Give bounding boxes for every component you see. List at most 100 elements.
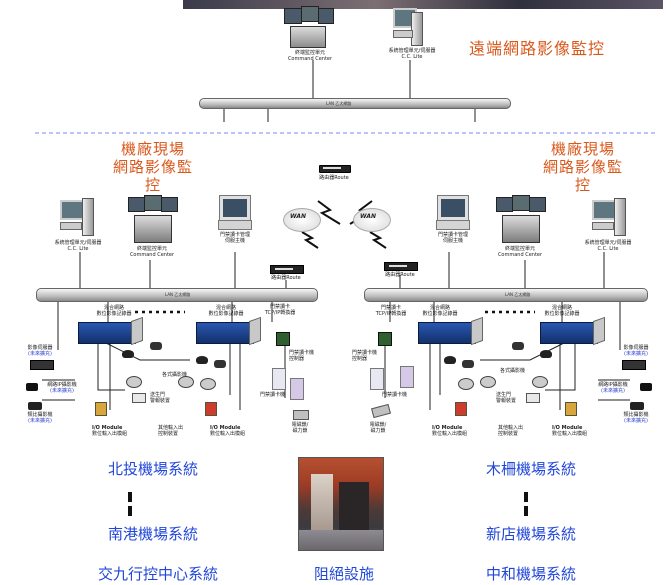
right-card-ctrl-icon	[370, 368, 384, 390]
left-gate-icon	[132, 393, 146, 403]
left-card-reader-label: 門禁讀卡機	[260, 392, 286, 398]
top-router-icon	[319, 165, 351, 173]
remote-cc-lite-icon	[393, 8, 423, 46]
left-analog-cam-icon	[28, 402, 42, 410]
left-dvr1-label: 混合網路數位影像記錄器	[96, 305, 132, 317]
header-photo-strip	[183, 0, 663, 9]
left-router-label: 路由器Route	[271, 275, 301, 281]
left-dvr2-label: 混合網路數位影像記錄器	[208, 305, 244, 317]
left-ip-cam-icon	[26, 383, 38, 391]
right-other-io-label: 其他輸入出控制裝置	[498, 425, 524, 437]
left-lan-label: LAN 乙太網路	[165, 292, 191, 297]
left-ip-cam-label: 網路IP攝影機(未來擴充)	[47, 382, 77, 394]
bottom-left-system-1: 北投機場系統	[108, 460, 199, 478]
left-access-host-label: 門禁讀卡管理伺服主機	[219, 232, 250, 244]
wan-cloud-right	[353, 208, 391, 232]
remote-command-center-icon	[282, 4, 334, 48]
left-router-icon	[270, 265, 304, 274]
right-camera-dome-1	[444, 356, 456, 364]
left-lock-label: 電磁鎖/磁力鎖	[291, 422, 309, 434]
left-camera-dome-6	[178, 376, 194, 388]
right-camera-dome-4	[540, 350, 552, 358]
right-io1-icon	[455, 402, 467, 416]
right-access-host-label: 門禁讀卡管理伺服主機	[437, 232, 468, 244]
remote-lan-bus: LAN 乙太網路	[199, 98, 511, 109]
left-card-reader-icon	[290, 378, 304, 400]
right-lan-bus: LAN 乙太網路	[364, 288, 648, 302]
bottom-left-system-2: 南港機場系統	[108, 525, 199, 543]
barrier-facility-photo	[298, 457, 384, 551]
right-camera-dome-3	[512, 342, 524, 350]
left-camera-dome-7	[200, 378, 216, 390]
bottom-right-system-3: 中和機場系統	[486, 565, 577, 583]
right-io2-icon	[565, 402, 577, 416]
left-io1-icon	[95, 402, 107, 416]
right-router-icon	[384, 262, 418, 271]
left-lan-bus: LAN 乙太網路	[36, 288, 318, 302]
left-camera-dome-3	[196, 356, 208, 364]
right-camera-dome-2	[462, 360, 474, 368]
right-access-host-icon	[436, 196, 470, 230]
left-card-ctrl-label: 門禁讀卡機控制器	[289, 350, 315, 362]
right-card-reader-label: 門禁讀卡機	[382, 392, 408, 398]
right-camera-dome-6	[480, 376, 496, 388]
right-analog-cam-icon	[630, 402, 644, 410]
right-gate-icon	[526, 393, 540, 403]
left-dvr2-icon	[196, 316, 261, 346]
barrier-facility-label: 阻絕設施	[314, 565, 375, 583]
left-camera-dome-5	[126, 376, 142, 388]
right-dvr1-label: 混合網路數位影像記錄器	[422, 305, 458, 317]
right-cam-server-icon	[622, 360, 646, 370]
right-server-icon	[592, 198, 626, 238]
right-dvr2-icon	[540, 316, 605, 346]
left-server-icon	[60, 198, 94, 238]
left-camera-dome-4	[214, 360, 226, 368]
wan-cloud-left	[283, 208, 321, 232]
right-ip-cam-icon	[640, 383, 652, 391]
remote-monitoring-title: 遠端網路影像監控	[469, 39, 606, 58]
bottom-right-system-1: 木柵機場系統	[486, 460, 577, 478]
left-access-host-icon	[218, 196, 252, 230]
right-card-ctrl-label: 門禁讀卡機控制器	[352, 350, 378, 362]
left-lock-icon	[293, 410, 309, 420]
right-camera-dome-7	[532, 376, 548, 388]
top-router-label: 路由器Route	[319, 175, 349, 181]
left-card-ctrl-icon	[272, 368, 286, 390]
right-cam-server-label: 影像伺服器(未來擴充)	[623, 345, 649, 357]
right-site-title: 機廠現場網路影像監控	[542, 140, 623, 194]
left-dvr1-icon	[78, 316, 143, 346]
left-camera-dome-1	[122, 350, 134, 358]
right-dvr2-label: 混合網路數位影像記錄器	[544, 305, 580, 317]
left-gate-label: 送生門警報裝置	[150, 392, 171, 404]
left-site-title: 機廠現場網路影像監控	[112, 140, 193, 194]
left-cameras-label: 各式攝影機	[162, 372, 188, 378]
wan-lightning-left	[317, 200, 341, 225]
right-gate-label: 送生門警報裝置	[496, 392, 517, 404]
left-access-tcp-icon	[276, 332, 290, 346]
wan-label-right: WAN	[360, 213, 377, 220]
right-access-tcp-icon	[378, 332, 392, 346]
left-io2-icon	[205, 402, 217, 416]
left-camera-dome-2	[150, 342, 162, 350]
right-command-center-icon	[496, 193, 546, 243]
left-cam-server-label: 影像伺服器(未來擴充)	[27, 345, 53, 357]
left-command-center-icon	[128, 193, 178, 243]
right-dvr1-icon	[418, 316, 483, 346]
right-camera-dome-5	[458, 378, 474, 390]
bottom-left-system-3: 交九行控中心系統	[98, 565, 219, 583]
right-lan-label: LAN 乙太網路	[505, 292, 531, 297]
left-analog-cam-label: 類比攝影機(未來擴充)	[27, 412, 53, 424]
